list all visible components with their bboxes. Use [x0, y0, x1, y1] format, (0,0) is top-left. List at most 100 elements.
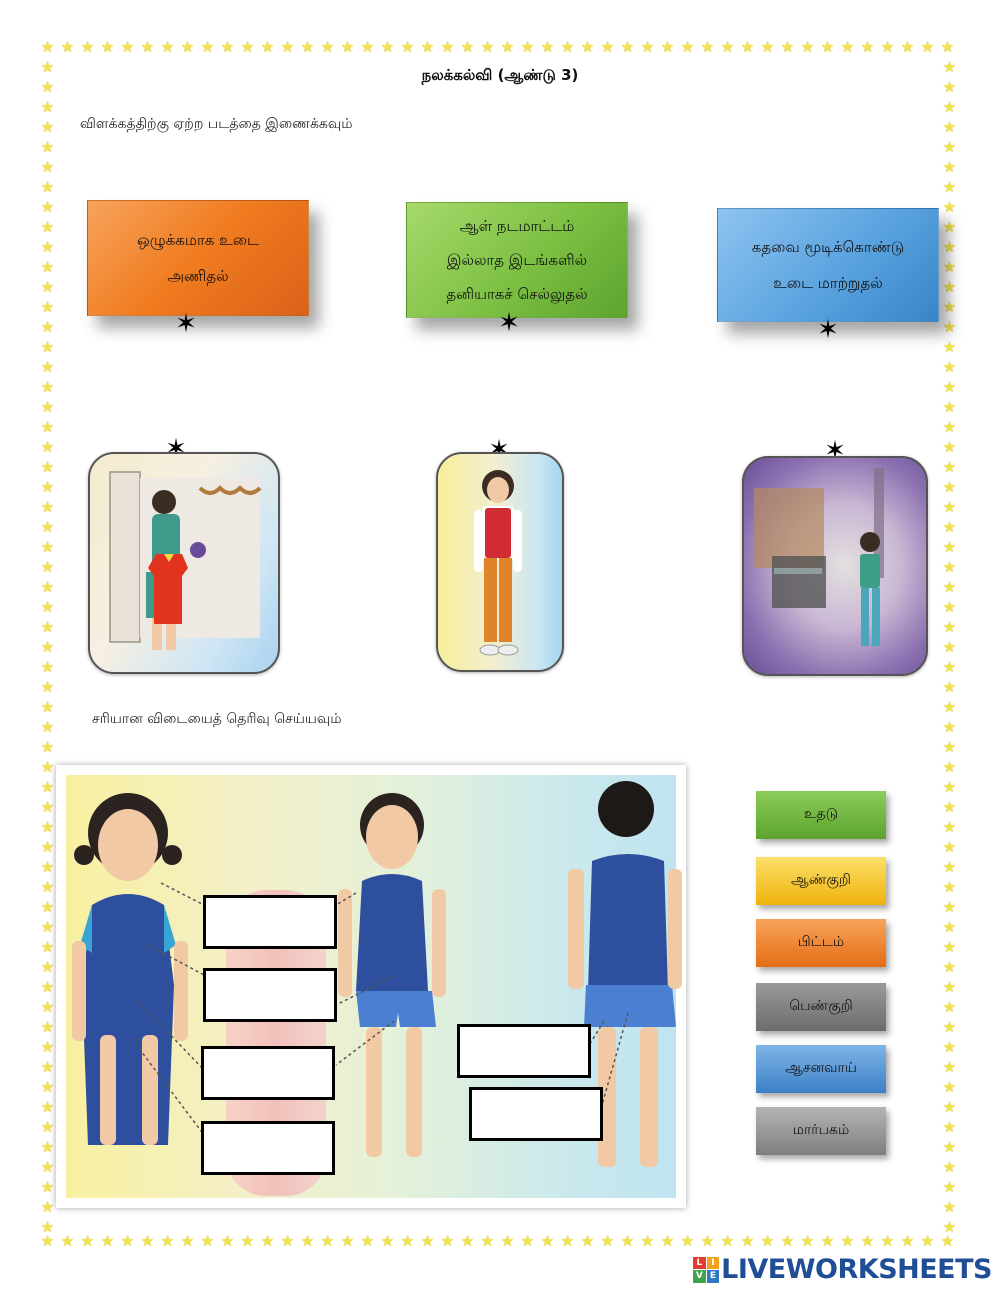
border-star-icon: ★: [940, 38, 955, 56]
border-star-icon: ★: [942, 458, 957, 476]
description-card-close-door: கதவை மூடிக்கொண்டு உடை மாற்றுதல்: [717, 208, 939, 322]
border-star-icon: ★: [40, 598, 55, 616]
border-star-icon: ★: [942, 278, 957, 296]
border-star-icon: ★: [942, 558, 957, 576]
border-star-icon: ★: [880, 38, 895, 56]
worksheet-title: நலக்கல்வி (ஆண்டு 3): [421, 66, 579, 84]
option-breast[interactable]: மார்பகம்: [756, 1107, 886, 1155]
connector-dot-card-3[interactable]: ✶: [817, 315, 839, 345]
answer-box-5[interactable]: [457, 1024, 591, 1078]
border-star-icon: ★: [942, 178, 957, 196]
logo-cube-icon: L I V E: [693, 1256, 720, 1283]
border-star-icon: ★: [942, 978, 957, 996]
border-star-icon: ★: [780, 38, 795, 56]
border-star-icon: ★: [320, 1232, 335, 1250]
border-star-icon: ★: [240, 38, 255, 56]
connector-dot-card-2[interactable]: ✶: [498, 308, 520, 338]
girl-changing-illustration: [109, 471, 262, 650]
border-star-icon: ★: [520, 1232, 535, 1250]
answer-box-6[interactable]: [469, 1087, 603, 1141]
border-star-icon: ★: [920, 38, 935, 56]
border-star-icon: ★: [942, 498, 957, 516]
option-buttocks[interactable]: பிட்டம்: [756, 919, 886, 967]
border-star-icon: ★: [760, 38, 775, 56]
option-female-genital[interactable]: பெண்குறி: [756, 983, 886, 1031]
border-star-icon: ★: [40, 938, 55, 956]
border-star-icon: ★: [740, 1232, 755, 1250]
border-star-icon: ★: [942, 198, 957, 216]
border-star-icon: ★: [400, 1232, 415, 1250]
logo-letter: V: [693, 1270, 706, 1283]
border-star-icon: ★: [40, 58, 55, 76]
border-star-icon: ★: [40, 318, 55, 336]
border-star-icon: ★: [860, 1232, 875, 1250]
logo-letter: L: [693, 1256, 706, 1269]
border-star-icon: ★: [220, 1232, 235, 1250]
card-line: கதவை மூடிக்கொண்டு: [751, 238, 905, 256]
border-star-icon: ★: [140, 38, 155, 56]
option-male-genital[interactable]: ஆண்குறி: [756, 857, 886, 905]
border-star-icon: ★: [540, 1232, 555, 1250]
option-anus[interactable]: ஆசனவாய்: [756, 1045, 886, 1093]
border-star-icon: ★: [942, 1158, 957, 1176]
border-star-icon: ★: [942, 518, 957, 536]
border-star-icon: ★: [40, 658, 55, 676]
border-star-icon: ★: [40, 1078, 55, 1096]
border-star-icon: ★: [942, 938, 957, 956]
border-star-icon: ★: [180, 1232, 195, 1250]
border-star-icon: ★: [40, 858, 55, 876]
border-star-icon: ★: [80, 1232, 95, 1250]
border-star-icon: ★: [40, 138, 55, 156]
border-star-icon: ★: [942, 698, 957, 716]
border-star-icon: ★: [360, 1232, 375, 1250]
border-star-icon: ★: [40, 538, 55, 556]
border-star-icon: ★: [40, 378, 55, 396]
border-star-icon: ★: [220, 38, 235, 56]
border-star-icon: ★: [40, 398, 55, 416]
border-star-icon: ★: [942, 1058, 957, 1076]
border-star-icon: ★: [942, 138, 957, 156]
description-card-modest-dressing: ஒழுக்கமாக உடை அணிதல்: [87, 200, 309, 316]
border-star-icon: ★: [40, 1232, 55, 1250]
border-star-icon: ★: [820, 38, 835, 56]
answer-box-4[interactable]: [201, 1121, 335, 1175]
border-star-icon: ★: [40, 1158, 55, 1176]
border-star-icon: ★: [40, 338, 55, 356]
border-star-icon: ★: [900, 1232, 915, 1250]
border-star-icon: ★: [340, 38, 355, 56]
border-star-icon: ★: [40, 878, 55, 896]
border-star-icon: ★: [40, 558, 55, 576]
option-lips[interactable]: உதடு: [756, 791, 886, 839]
border-star-icon: ★: [480, 1232, 495, 1250]
border-star-icon: ★: [820, 1232, 835, 1250]
border-star-icon: ★: [942, 238, 957, 256]
answer-box-3[interactable]: [201, 1046, 335, 1100]
card-line: தனியாகச் செல்லுதல்: [446, 285, 588, 303]
border-star-icon: ★: [942, 418, 957, 436]
liveworksheets-logo: L I V E LIVEWORKSHEETS: [693, 1254, 992, 1285]
connector-dot-card-1[interactable]: ✶: [175, 309, 197, 339]
logo-text: LIVEWORKSHEETS: [721, 1254, 992, 1285]
border-star-icon: ★: [40, 838, 55, 856]
border-star-icon: ★: [40, 418, 55, 436]
border-star-icon: ★: [40, 918, 55, 936]
border-star-icon: ★: [942, 778, 957, 796]
border-star-icon: ★: [600, 1232, 615, 1250]
border-star-icon: ★: [840, 1232, 855, 1250]
border-star-icon: ★: [460, 38, 475, 56]
answer-box-2[interactable]: [203, 968, 337, 1022]
border-star-icon: ★: [942, 398, 957, 416]
border-star-icon: ★: [580, 38, 595, 56]
border-star-icon: ★: [40, 78, 55, 96]
border-star-icon: ★: [80, 38, 95, 56]
border-star-icon: ★: [942, 758, 957, 776]
border-star-icon: ★: [900, 38, 915, 56]
border-star-icon: ★: [942, 958, 957, 976]
border-star-icon: ★: [40, 1198, 55, 1216]
border-star-icon: ★: [942, 618, 957, 636]
border-star-icon: ★: [660, 38, 675, 56]
border-star-icon: ★: [600, 38, 615, 56]
answer-box-1[interactable]: [203, 895, 337, 949]
border-star-icon: ★: [942, 718, 957, 736]
border-star-icon: ★: [40, 1038, 55, 1056]
